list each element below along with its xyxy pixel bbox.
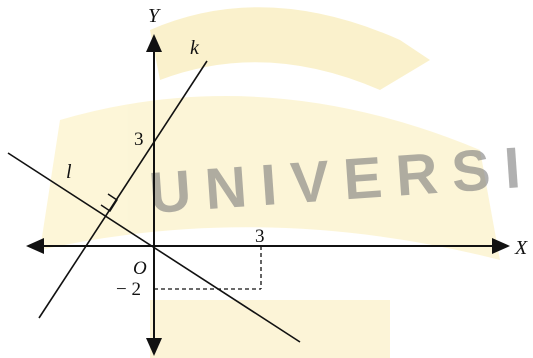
y-axis-label: Y	[148, 5, 161, 27]
y-axis-arrow-down	[146, 338, 162, 356]
x-axis-arrow-left	[26, 238, 44, 254]
line-l	[7, 152, 301, 343]
x-tick-3-label: 3	[255, 226, 265, 247]
y-tick-neg2-label: − 2	[116, 279, 141, 300]
y-tick-3-label: 3	[134, 129, 144, 150]
x-axis-arrow-right	[492, 238, 510, 254]
line-k	[38, 60, 208, 319]
origin-label: O	[133, 258, 147, 279]
line-k-label: k	[190, 37, 200, 59]
y-axis-arrow-up	[146, 34, 162, 52]
right-angle-marker	[100, 193, 118, 212]
watermark: UNIVERSITAS	[40, 7, 533, 358]
line-l-label: l	[66, 161, 72, 183]
x-axis-label: X	[514, 237, 528, 259]
